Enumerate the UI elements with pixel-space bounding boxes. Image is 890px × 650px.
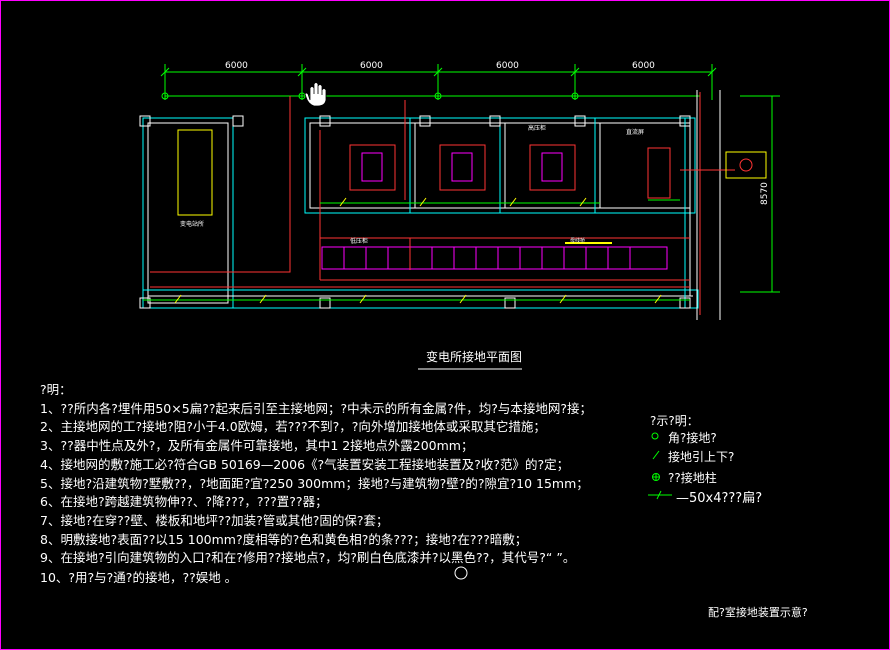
note-item: 8、明敷接地?表面??以15 100mm?度相等的?色和黄色相?的条???；接地… (40, 532, 528, 547)
legend-item-slash: 接地引上下? (668, 450, 735, 464)
room-label: 母线桥 (570, 237, 585, 244)
room-label: 低压柜 (350, 237, 368, 245)
grounding-post (725, 151, 767, 179)
note-item: 5、接地?沿建筑物?墅敷??，?地面距?宜?250 300mm；接地?与建筑物?… (40, 476, 589, 491)
grounding-marks (174, 197, 662, 304)
legend-item-post: ??接地柱 (668, 471, 717, 485)
room-label: 直流屏 (626, 128, 644, 136)
top-ground-line (161, 92, 700, 100)
transformers (349, 144, 671, 199)
legend-item-flat-steel: —50x4???扁? (676, 491, 763, 506)
ground-lines (150, 92, 735, 315)
footer-caption: 配?室接地装置示意? (708, 606, 808, 619)
room-label: 高压柜 (528, 124, 546, 132)
room-label: 变电站所 (180, 220, 204, 228)
building-walls (142, 90, 721, 320)
dim-label: 6000 (360, 61, 383, 71)
dimension-line (160, 64, 717, 100)
dim-label: 6000 (496, 61, 519, 71)
note-item: 6、在接地?跨越建筑物伸??、?降???，???置??器； (40, 494, 328, 509)
drawing-title: 变电所接地平面图 (426, 350, 523, 364)
note-item: 9、在接地?引向建筑物的入口?和在?修用??接地点?，均?刷白色底漆并?以黑色?… (40, 550, 576, 565)
note-item: 4、接地网的敷?施工必?符合GB 50169—2006《?气装置安装工程接地装置… (40, 457, 570, 472)
notes-title: ?明： (40, 382, 72, 397)
dim-label: 6000 (632, 61, 655, 71)
circled-mark (454, 566, 468, 580)
columns (139, 115, 691, 309)
note-item: 10、?用?与?通?的接地，??娱地 。 (40, 570, 238, 585)
hand-cursor-icon (304, 82, 327, 107)
note-item: 7、接地?在穿??壁、楼板和地坪??加装?管或其他?固的保?套； (40, 513, 389, 528)
ground-lines-green (143, 199, 690, 301)
note-item: 3、??器中性点及外?，及所有金属件可靠接地，其中1 2接地点外露200mm； (40, 438, 474, 453)
cabinet-row (321, 246, 668, 270)
dim-label: 6000 (225, 61, 248, 71)
note-item: 1、??所内各?埋件用50×5扁??起来后引至主接地网；?中未示的所有金属?件，… (40, 401, 592, 416)
note-item: 2、主接地网的工?接地?阻?小于4.0欧姆，若???不到?，?向外增加接地体或采… (40, 419, 546, 434)
side-dim-label: 8570 (760, 182, 770, 205)
legend-symbols (648, 432, 672, 500)
legend-title: ?示?明： (650, 414, 699, 428)
side-dimension (740, 95, 780, 293)
legend-item-circle: 角?接地? (668, 431, 717, 445)
